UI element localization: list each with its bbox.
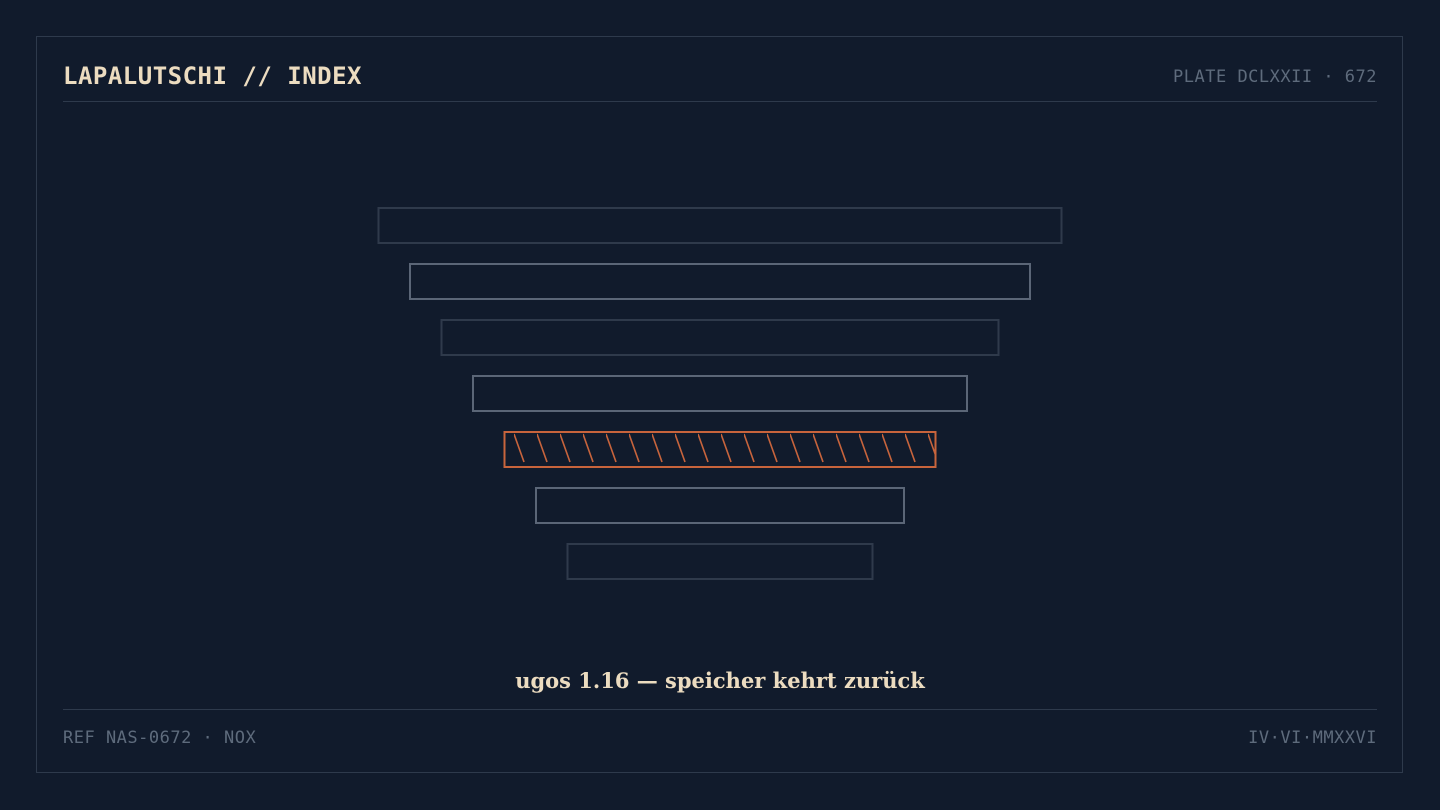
caption: ugos 1.16 — speicher kehrt zurück	[515, 668, 925, 693]
layer-bar	[409, 263, 1031, 300]
layer-bar	[566, 543, 874, 580]
layer-bar	[377, 207, 1063, 244]
date-label: IV·VI·MMXXVI	[1248, 728, 1377, 748]
plate-label: PLATE DCLXXII · 672	[1173, 67, 1377, 87]
reference-label: REF NAS-0672 · NOX	[63, 728, 257, 748]
footer-divider	[63, 709, 1377, 710]
outer-frame	[36, 36, 1403, 773]
layer-bar-highlighted	[503, 431, 937, 468]
page-title: LAPALUTSCHI // INDEX	[63, 62, 362, 90]
layer-bar	[472, 375, 968, 412]
layer-bar	[535, 487, 905, 524]
layer-bar	[440, 319, 1000, 356]
header-divider	[63, 101, 1377, 102]
